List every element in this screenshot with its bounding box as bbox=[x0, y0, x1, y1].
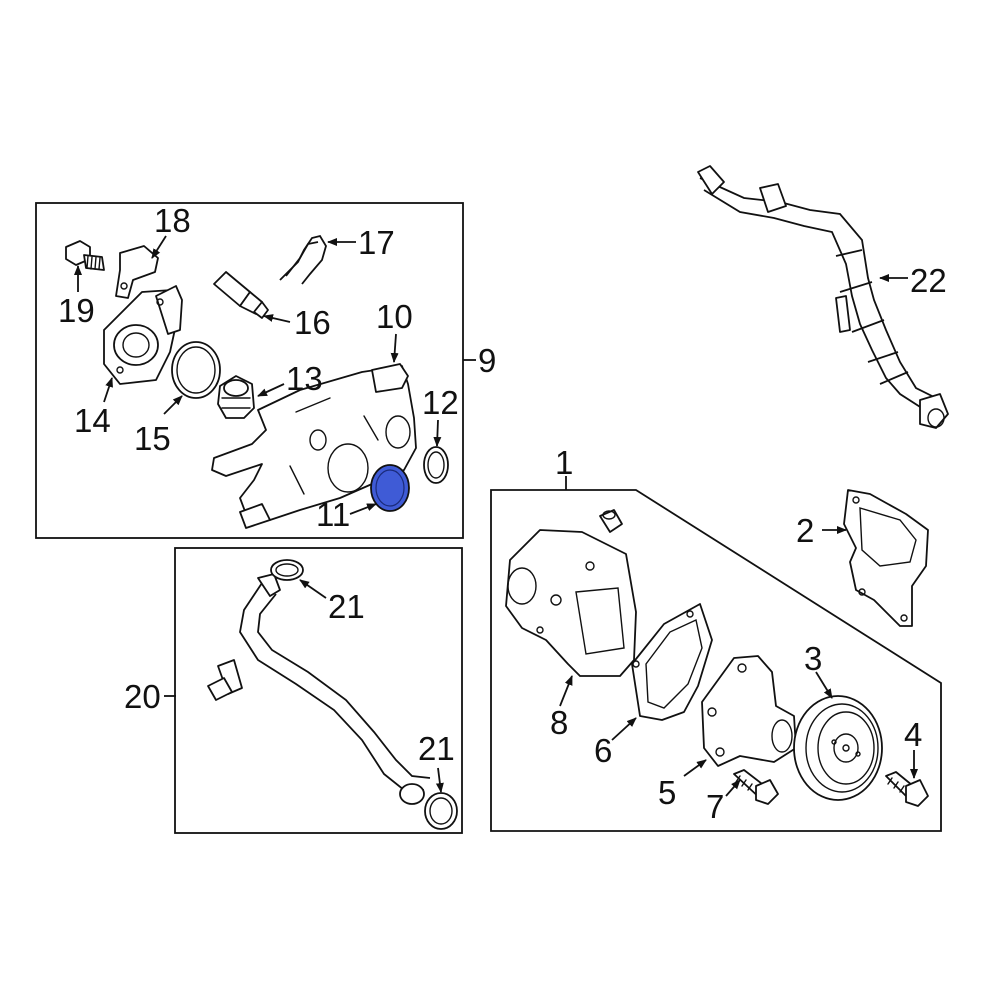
part-12-gasket[interactable] bbox=[423, 446, 449, 484]
leader-12 bbox=[433, 419, 442, 447]
leader-10 bbox=[390, 333, 399, 363]
callout-20: 20 bbox=[124, 678, 161, 715]
callout-22: 22 bbox=[910, 262, 947, 299]
callout-5: 5 bbox=[658, 774, 676, 811]
part-4-bolt[interactable] bbox=[885, 771, 929, 807]
callout-9: 9 bbox=[478, 342, 496, 379]
part-3-pulley[interactable] bbox=[793, 695, 883, 801]
part-21-o-ring-upper[interactable] bbox=[270, 559, 304, 581]
leader-6 bbox=[611, 717, 637, 741]
part-20-water-pipe[interactable] bbox=[207, 573, 431, 805]
callout-4: 4 bbox=[904, 716, 922, 753]
callout-8: 8 bbox=[550, 704, 568, 741]
callout-16: 16 bbox=[294, 304, 331, 341]
part-22-hose-assembly[interactable] bbox=[697, 165, 949, 429]
leader-5 bbox=[683, 759, 707, 777]
callout-21-lower: 21 bbox=[418, 730, 455, 767]
leader-13 bbox=[257, 383, 285, 397]
part-dowel-sleeve bbox=[599, 509, 623, 533]
thermostat-housing-group-box bbox=[35, 202, 464, 539]
callout-2: 2 bbox=[796, 512, 814, 549]
callout-10: 10 bbox=[376, 298, 413, 335]
callout-21-upper: 21 bbox=[328, 588, 365, 625]
part-15-gasket[interactable] bbox=[171, 341, 221, 399]
leader-21a bbox=[299, 579, 327, 599]
leader-15 bbox=[163, 395, 183, 415]
part-21-o-ring-lower[interactable] bbox=[424, 792, 458, 830]
part-17-clip[interactable] bbox=[279, 234, 327, 285]
leader-21b bbox=[435, 767, 444, 793]
water-pump-group-box bbox=[490, 489, 942, 832]
callout-7: 7 bbox=[706, 788, 724, 825]
callout-6: 6 bbox=[594, 732, 612, 769]
part-19-bolt[interactable] bbox=[65, 240, 105, 271]
part-18-bracket[interactable] bbox=[115, 245, 159, 299]
part-14-water-outlet[interactable] bbox=[103, 285, 183, 385]
part-10-thermostat-housing[interactable] bbox=[211, 363, 417, 529]
leader-lines bbox=[74, 235, 918, 797]
highlighted-gasket[interactable] bbox=[370, 464, 410, 512]
callout-1: 1 bbox=[555, 444, 573, 481]
water-pipe-group-box bbox=[174, 547, 463, 834]
callout-15: 15 bbox=[134, 420, 171, 457]
part-5-water-pump[interactable] bbox=[701, 655, 797, 767]
leader-7 bbox=[725, 779, 741, 797]
leader-8 bbox=[559, 675, 573, 707]
callout-18: 18 bbox=[154, 202, 191, 239]
callout-17: 17 bbox=[358, 224, 395, 261]
callout-19: 19 bbox=[58, 292, 95, 329]
callout-3: 3 bbox=[804, 640, 822, 677]
part-6-gasket[interactable] bbox=[631, 603, 713, 721]
leader-16 bbox=[263, 314, 291, 323]
leader-11 bbox=[349, 503, 377, 515]
callout-labels: 1 2 3 4 5 6 7 8 9 10 11 12 13 14 15 16 1… bbox=[58, 202, 947, 825]
part-13-thermostat[interactable] bbox=[217, 375, 255, 419]
part-7-bolt[interactable] bbox=[733, 769, 779, 805]
leader-3 bbox=[815, 671, 833, 699]
callout-13: 13 bbox=[286, 360, 323, 397]
leader-18 bbox=[151, 235, 167, 259]
callout-14: 14 bbox=[74, 402, 111, 439]
part-11-gasket[interactable] bbox=[370, 464, 410, 512]
part-8-pump-housing[interactable] bbox=[505, 529, 637, 677]
callout-12: 12 bbox=[422, 384, 459, 421]
callout-11: 11 bbox=[316, 496, 350, 533]
leader-14 bbox=[103, 377, 113, 403]
part-16-temperature-sensor[interactable] bbox=[213, 271, 269, 319]
part-2-gasket[interactable] bbox=[843, 489, 929, 627]
